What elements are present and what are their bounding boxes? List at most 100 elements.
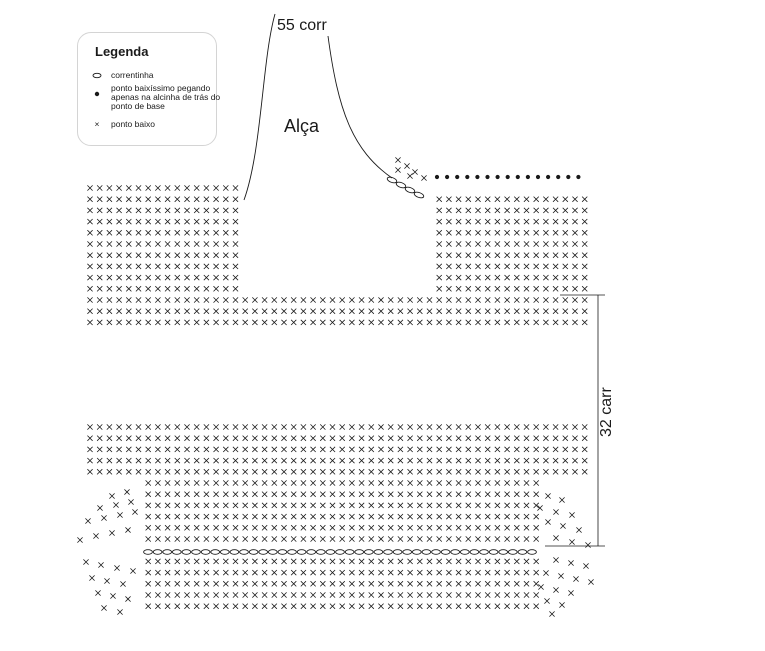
stitch-x xyxy=(135,229,142,236)
stitch-x xyxy=(378,580,384,587)
stitch-x xyxy=(416,319,423,326)
stitch-x xyxy=(552,196,559,203)
stitch-x xyxy=(232,218,239,225)
stitch-x xyxy=(85,518,91,524)
stitch-x xyxy=(261,319,268,326)
stitch-x xyxy=(358,424,365,430)
stitch-x xyxy=(310,446,316,453)
stitch-x xyxy=(504,218,510,225)
stitch-x xyxy=(271,435,278,442)
stitch-x xyxy=(513,592,520,598)
stitch-x xyxy=(544,598,550,604)
stitch-x xyxy=(368,603,375,610)
stitch-x xyxy=(193,252,200,259)
stitch-x xyxy=(164,446,171,453)
stitch-x xyxy=(455,207,462,214)
stitch-x xyxy=(213,446,219,453)
stitch-x xyxy=(96,468,103,475)
stitch-x xyxy=(242,524,249,531)
stitch-x xyxy=(523,536,530,542)
stitch-x xyxy=(513,569,520,576)
stitch-x xyxy=(135,319,142,326)
stitch-x xyxy=(281,558,287,565)
stitch-x xyxy=(310,524,316,531)
stitch-x xyxy=(319,524,326,531)
stitch-x xyxy=(513,241,520,247)
stitch-x xyxy=(222,435,229,442)
stitch-x xyxy=(329,424,336,430)
stitch-x xyxy=(184,263,190,270)
stitch-x xyxy=(349,435,355,442)
stitch-x xyxy=(213,457,219,464)
stitch-x xyxy=(261,569,268,576)
stitch-x xyxy=(155,308,161,315)
stitch-x xyxy=(222,513,229,520)
stitch-x xyxy=(504,241,510,247)
stitch-x xyxy=(145,207,152,214)
stitch-x xyxy=(203,524,210,531)
stitch-x xyxy=(87,207,93,214)
stitch-x xyxy=(222,502,229,509)
chain-stitch xyxy=(219,549,230,555)
stitch-x xyxy=(125,308,132,315)
stitch-x xyxy=(465,603,472,610)
stitch-x xyxy=(378,524,384,531)
stitch-x xyxy=(339,592,346,598)
stitch-x xyxy=(213,569,219,576)
stitch-x xyxy=(484,558,491,565)
stitch-x xyxy=(203,241,210,247)
stitch-x xyxy=(358,491,365,498)
stitch-x xyxy=(222,207,229,214)
stitch-x xyxy=(397,308,404,315)
stitch-x xyxy=(164,207,171,214)
stitch-x xyxy=(387,524,394,531)
stitch-x xyxy=(252,446,258,453)
stitch-x xyxy=(329,536,336,542)
stitch-x xyxy=(242,536,249,542)
stitch-x xyxy=(203,446,210,453)
stitch-x xyxy=(213,513,219,520)
stitch-x xyxy=(135,241,142,247)
stitch-x xyxy=(446,263,452,270)
stitch-x xyxy=(523,446,530,453)
stitch-x xyxy=(494,524,501,531)
stitch-x xyxy=(523,580,530,587)
stitch-x xyxy=(446,285,452,292)
stitch-x xyxy=(572,457,578,464)
stitch-x xyxy=(145,319,152,326)
stitch-x xyxy=(436,252,443,259)
chain-stitch xyxy=(383,549,393,555)
stitch-x xyxy=(271,297,278,303)
stitch-x xyxy=(494,274,501,281)
stitch-x xyxy=(543,229,549,236)
stitch-x xyxy=(484,424,491,430)
stitch-x xyxy=(533,319,540,326)
stitch-x xyxy=(543,252,549,259)
stitch-x xyxy=(397,424,404,430)
handle-chain-line-right xyxy=(327,35,393,179)
stitch-x xyxy=(96,196,103,203)
stitch-x xyxy=(504,491,510,498)
stitch-x xyxy=(581,196,588,203)
stitch-x xyxy=(93,533,99,539)
stitch-x xyxy=(484,580,491,587)
stitch-x xyxy=(213,524,219,531)
stitch-x xyxy=(387,446,394,453)
stitch-x xyxy=(319,580,326,587)
stitch-x xyxy=(164,491,171,498)
stitch-x xyxy=(552,285,559,292)
stitch-x xyxy=(271,308,278,315)
stitch-x xyxy=(145,480,152,486)
stitch-x xyxy=(203,285,210,292)
handle-chain-line-left xyxy=(243,13,276,201)
stitch-x xyxy=(155,446,161,453)
stitch-x xyxy=(455,569,462,576)
stitch-x xyxy=(184,185,190,191)
stitch-x xyxy=(310,435,316,442)
stitch-x xyxy=(222,308,229,315)
stitch-x xyxy=(436,263,443,270)
stitch-x xyxy=(358,297,365,303)
stitch-x xyxy=(193,319,200,326)
stitch-x xyxy=(252,569,258,576)
slip-stitch-dot xyxy=(576,174,581,180)
